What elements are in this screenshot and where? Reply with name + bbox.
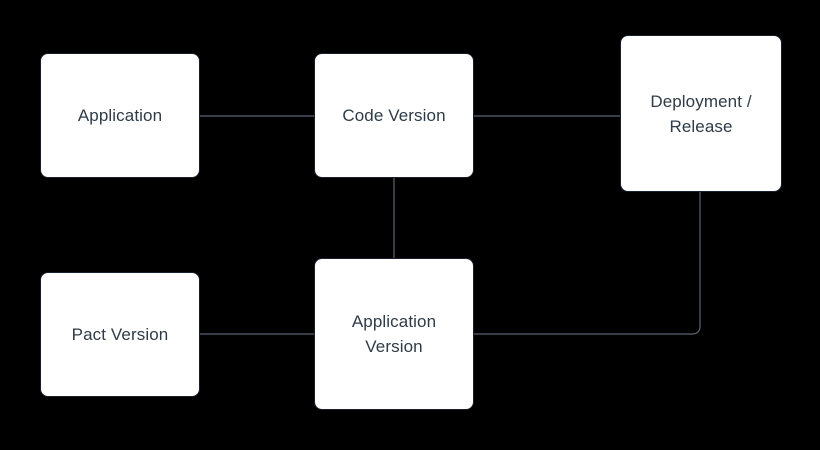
node-pact-version-label: Pact Version (71, 325, 169, 344)
node-deployment-release-label: Deployment / Release (650, 91, 752, 136)
node-application[interactable]: Application (40, 53, 200, 178)
edge-application-version-to-deployment-release (473, 191, 701, 335)
node-application-version-label: Application Version (351, 312, 437, 356)
node-code-version-label: Code Version (342, 106, 446, 125)
node-application-label: Application (77, 106, 163, 125)
node-code-version[interactable]: Code Version (314, 53, 474, 178)
node-deployment-release[interactable]: Deployment / Release (620, 35, 782, 192)
node-application-version[interactable]: Application Version (314, 258, 474, 410)
node-pact-version[interactable]: Pact Version (40, 272, 200, 397)
